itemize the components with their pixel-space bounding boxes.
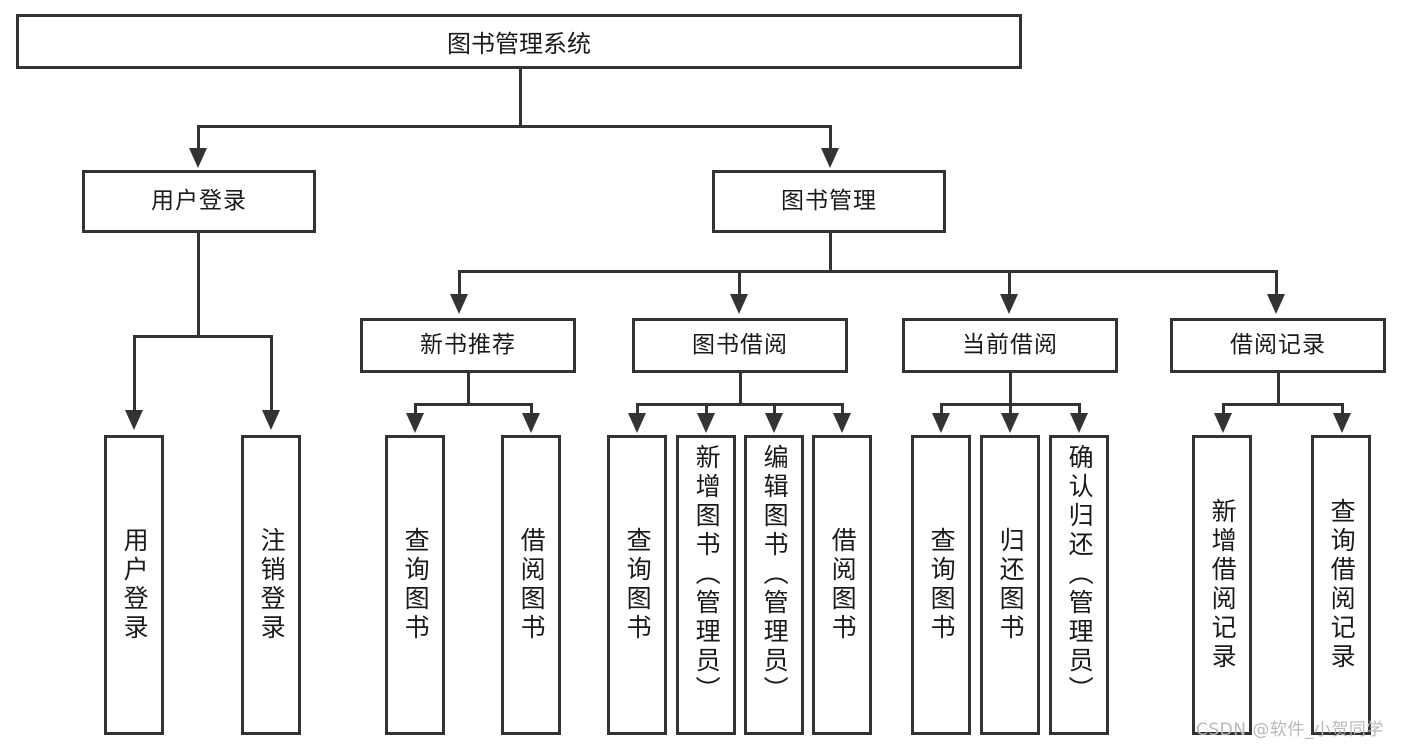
- leaf-label: 查询图书: [401, 527, 431, 643]
- leaf-add-borrow-record[interactable]: 新增借阅记录: [1192, 435, 1252, 735]
- connector-user-login-stem: [197, 233, 200, 335]
- node-label: 当前借阅: [962, 331, 1058, 358]
- connector-br-drop-1: [1222, 403, 1225, 416]
- connector-nbr-bus: [414, 403, 533, 406]
- connector-bb-stem: [739, 373, 742, 403]
- leaf-edit-book-admin[interactable]: 编辑图书（管理员）: [744, 435, 804, 735]
- leaf-label: 新增借阅记录: [1208, 498, 1238, 672]
- leaf-add-book-admin[interactable]: 新增图书（管理员）: [676, 435, 736, 735]
- connector-bb-drop-2: [705, 403, 708, 416]
- connector-user-login-drop-1: [133, 335, 136, 413]
- node-book-manage[interactable]: 图书管理: [712, 170, 946, 233]
- connector-tier2-drop-right: [829, 125, 832, 150]
- arrow-to-book-borrow: [730, 294, 748, 314]
- leaf-confirm-return-admin[interactable]: 确认归还（管理员）: [1049, 435, 1109, 735]
- node-user-login[interactable]: 用户登录: [82, 170, 316, 233]
- connector-user-login-bus: [133, 335, 273, 338]
- connector-book-manage-stem: [829, 233, 832, 270]
- connector-tier3-bus: [458, 270, 1278, 273]
- connector-tier3-drop-4: [1275, 270, 1278, 295]
- arrow-to-borrow-record: [1267, 294, 1285, 314]
- leaf-label: 确认归还（管理员）: [1065, 444, 1095, 705]
- arrow-to-leaf-query-book-1: [406, 413, 424, 433]
- connector-nbr-stem: [467, 373, 470, 403]
- connector-nbr-drop-1: [414, 403, 417, 416]
- leaf-label: 查询图书: [623, 527, 653, 643]
- node-borrow-record[interactable]: 借阅记录: [1170, 318, 1386, 373]
- leaf-query-book-current[interactable]: 查询图书: [911, 435, 971, 735]
- leaf-query-borrow-record[interactable]: 查询借阅记录: [1311, 435, 1371, 735]
- connector-nbr-drop-2: [530, 403, 533, 416]
- leaf-label: 用户登录: [120, 527, 150, 643]
- connector-root-stem: [519, 69, 522, 125]
- leaf-label: 借阅图书: [517, 527, 547, 643]
- node-label: 借阅记录: [1230, 331, 1326, 358]
- leaf-label: 借阅图书: [828, 527, 858, 643]
- node-label: 图书管理系统: [447, 30, 591, 58]
- leaf-query-book-borrow[interactable]: 查询图书: [607, 435, 667, 735]
- leaf-label: 归还图书: [996, 527, 1026, 643]
- arrow-to-leaf-add-book: [697, 413, 715, 433]
- leaf-user-login[interactable]: 用户登录: [104, 435, 164, 735]
- connector-br-stem: [1277, 373, 1280, 403]
- connector-bb-drop-3: [773, 403, 776, 416]
- arrow-to-leaf-user-login: [125, 410, 143, 430]
- leaf-label: 查询借阅记录: [1327, 498, 1357, 672]
- arrow-to-leaf-borrow-book-2: [833, 413, 851, 433]
- connector-cb-stem: [1009, 373, 1012, 403]
- leaf-borrow-book-recommend[interactable]: 借阅图书: [501, 435, 561, 735]
- leaf-borrow-book-borrow[interactable]: 借阅图书: [812, 435, 872, 735]
- node-label: 新书推荐: [420, 331, 516, 358]
- node-label: 用户登录: [151, 187, 247, 214]
- arrow-to-leaf-query-record: [1333, 413, 1351, 433]
- connector-tier2-bus: [197, 125, 832, 128]
- node-current-borrow[interactable]: 当前借阅: [902, 318, 1118, 373]
- connector-tier2-drop-left: [197, 125, 200, 150]
- arrow-to-new-book-recommend: [450, 294, 468, 314]
- connector-tier3-drop-3: [1008, 270, 1011, 295]
- connector-cb-drop-1: [940, 403, 943, 416]
- arrow-to-leaf-edit-book: [765, 413, 783, 433]
- node-label: 图书借阅: [692, 331, 788, 358]
- node-label: 图书管理: [781, 187, 877, 214]
- connector-br-bus: [1222, 403, 1344, 406]
- connector-tier3-drop-2: [738, 270, 741, 295]
- connector-cb-drop-2: [1009, 403, 1012, 416]
- connector-br-drop-2: [1341, 403, 1344, 416]
- arrow-to-leaf-confirm-return: [1070, 413, 1088, 433]
- leaf-label: 查询图书: [927, 527, 957, 643]
- leaf-label: 编辑图书（管理员）: [760, 444, 790, 705]
- leaf-query-book-recommend[interactable]: 查询图书: [385, 435, 445, 735]
- connector-tier3-drop-1: [458, 270, 461, 295]
- csdn-watermark: CSDN @软件_小贺同学: [1196, 720, 1384, 740]
- connector-bb-drop-4: [841, 403, 844, 416]
- leaf-label: 新增图书（管理员）: [692, 444, 722, 705]
- arrow-to-user-login: [189, 148, 207, 168]
- node-root-book-management-system[interactable]: 图书管理系统: [16, 14, 1022, 69]
- connector-user-login-drop-2: [270, 335, 273, 413]
- arrow-to-leaf-return-book: [1001, 413, 1019, 433]
- arrow-to-leaf-query-book-3: [932, 413, 950, 433]
- arrow-to-leaf-logout: [262, 410, 280, 430]
- connector-bb-bus: [636, 403, 844, 406]
- arrow-to-book-manage: [821, 148, 839, 168]
- leaf-logout-login[interactable]: 注销登录: [241, 435, 301, 735]
- node-book-borrow[interactable]: 图书借阅: [632, 318, 848, 373]
- connector-bb-drop-1: [636, 403, 639, 416]
- connector-cb-drop-3: [1078, 403, 1081, 416]
- node-new-book-recommend[interactable]: 新书推荐: [360, 318, 576, 373]
- arrow-to-leaf-borrow-book-1: [522, 413, 540, 433]
- leaf-return-book[interactable]: 归还图书: [980, 435, 1040, 735]
- arrow-to-leaf-query-book-2: [628, 413, 646, 433]
- arrow-to-current-borrow: [1000, 294, 1018, 314]
- arrow-to-leaf-add-record: [1214, 413, 1232, 433]
- leaf-label: 注销登录: [257, 527, 287, 643]
